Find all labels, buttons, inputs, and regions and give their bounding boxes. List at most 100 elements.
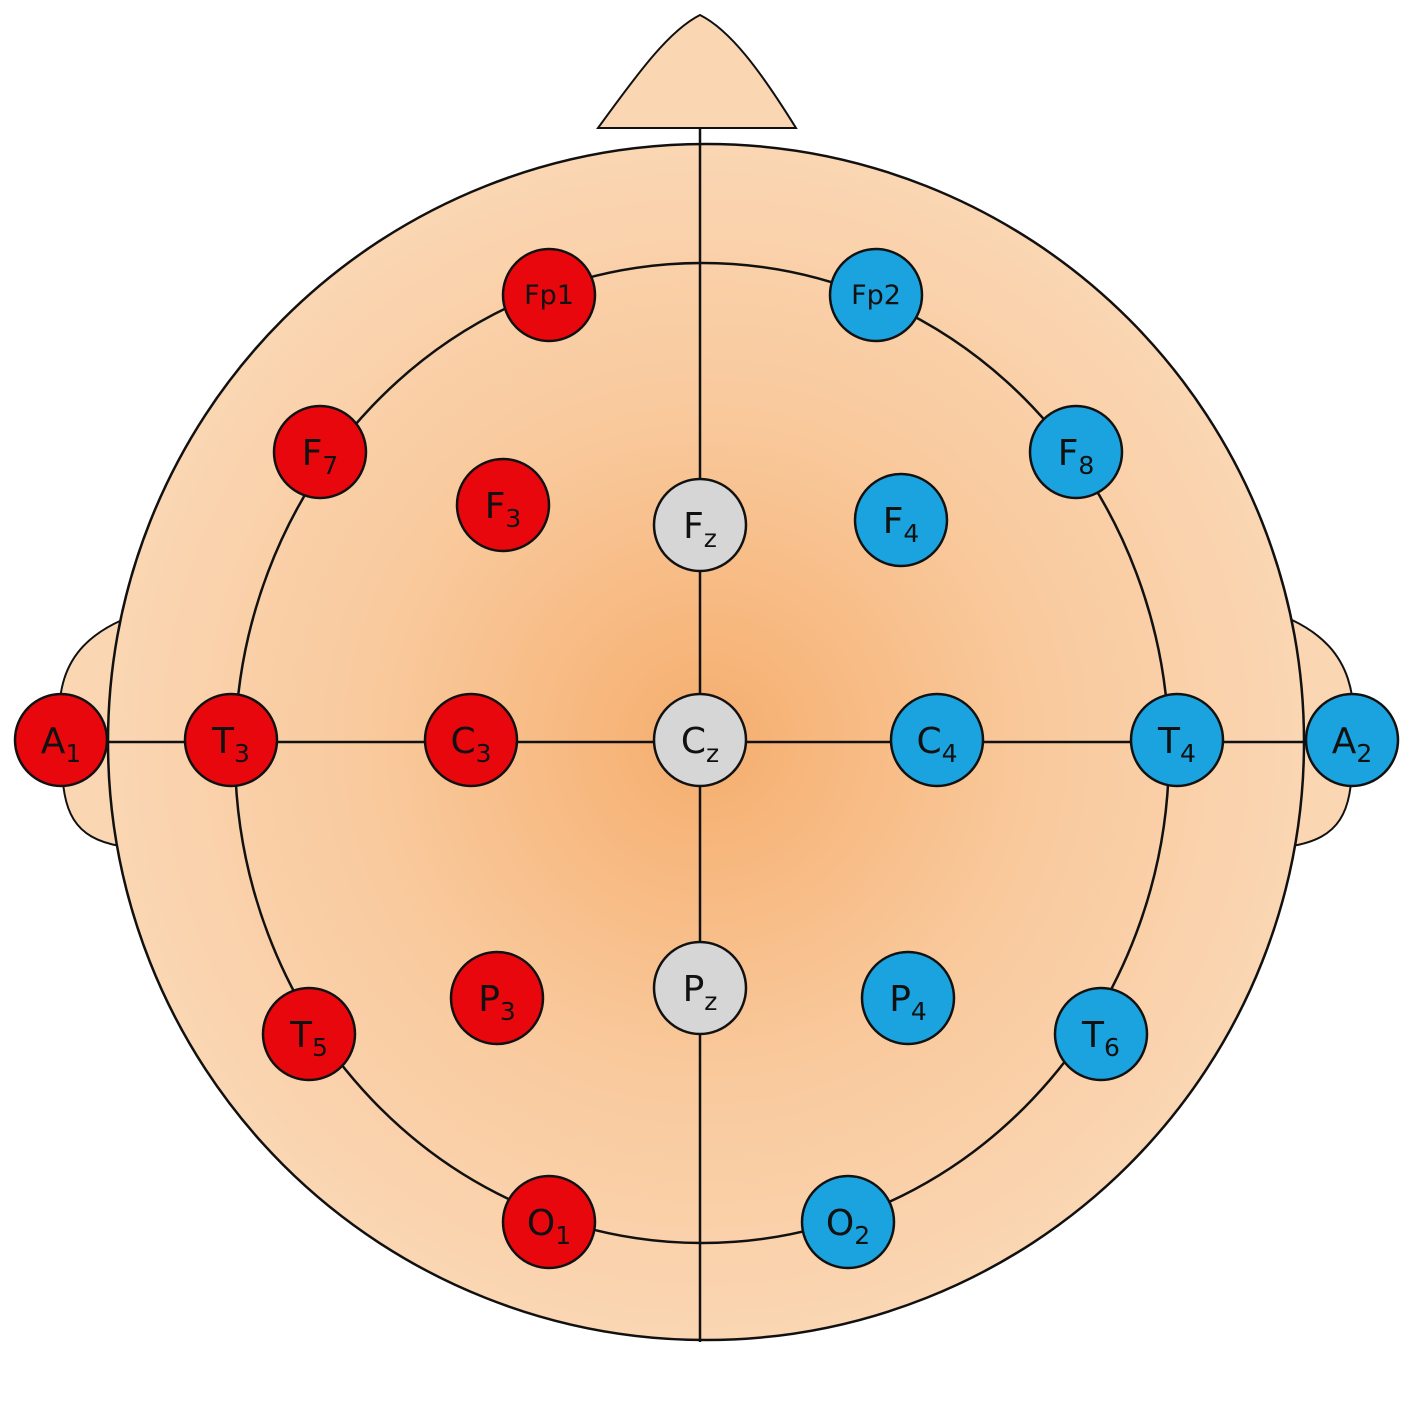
electrode-label: O1 bbox=[527, 1203, 571, 1250]
electrode-label: Pz bbox=[683, 969, 718, 1016]
electrode-label-base: T bbox=[1081, 1015, 1105, 1056]
electrode-label-sub: 3 bbox=[476, 739, 492, 768]
electrode-o2: O2 bbox=[800, 1174, 896, 1270]
electrode-marker bbox=[501, 1174, 597, 1270]
electrode-label-base: C bbox=[450, 721, 475, 762]
electrode-marker bbox=[889, 692, 985, 788]
electrode-label-base: P bbox=[478, 979, 500, 1020]
electrode-label-sub: 4 bbox=[942, 739, 958, 768]
electrode-label-base: O bbox=[826, 1203, 854, 1244]
electrode-label-base: F bbox=[683, 506, 704, 547]
electrode-label-sub: 2 bbox=[854, 1221, 870, 1250]
electrode-label: Fz bbox=[683, 506, 717, 553]
electrode-label-base: F bbox=[302, 433, 323, 474]
electrode-t5: T5 bbox=[261, 986, 357, 1082]
electrode-label-base: P bbox=[889, 979, 911, 1020]
electrode-marker bbox=[272, 404, 368, 500]
electrode-f4: F4 bbox=[853, 472, 949, 568]
electrode-label-sub: z bbox=[706, 739, 719, 768]
electrode-label-base: F bbox=[1058, 433, 1079, 474]
nose bbox=[596, 13, 798, 129]
electrode-label-sub: 8 bbox=[1078, 451, 1094, 480]
electrode-label: T3 bbox=[211, 721, 250, 768]
electrode-marker bbox=[1129, 692, 1225, 788]
electrode-f8: F8 bbox=[1028, 404, 1124, 500]
electrode-label-base: F bbox=[883, 501, 904, 542]
electrode-label: A1 bbox=[41, 721, 82, 768]
electrode-marker bbox=[860, 950, 956, 1046]
electrode-label-base: Fp bbox=[851, 280, 884, 311]
electrode-label-sub: 2 bbox=[1356, 739, 1372, 768]
electrode-label-base: A bbox=[1332, 721, 1357, 762]
electrode-p3: P3 bbox=[449, 950, 545, 1046]
electrode-label-sub: 3 bbox=[500, 997, 516, 1026]
electrode-fz: Fz bbox=[652, 477, 748, 573]
electrode-marker bbox=[13, 692, 109, 788]
electrode-t3: T3 bbox=[183, 692, 279, 788]
electrode-label-base: F bbox=[485, 486, 506, 527]
electrode-label: Fp2 bbox=[851, 280, 901, 311]
electrode-label: F4 bbox=[883, 501, 920, 548]
electrode-marker bbox=[183, 692, 279, 788]
electrode-marker bbox=[652, 940, 748, 1036]
electrode-label-sub: 4 bbox=[903, 519, 919, 548]
electrode-label: Cz bbox=[681, 721, 719, 768]
electrode-label: F7 bbox=[302, 433, 339, 480]
electrode-marker bbox=[853, 472, 949, 568]
electrode-a1: A1 bbox=[13, 692, 109, 788]
electrode-f3: F3 bbox=[455, 457, 551, 553]
electrode-label-sub: 7 bbox=[322, 451, 338, 480]
electrode-label: F8 bbox=[1058, 433, 1095, 480]
electrode-label: C3 bbox=[450, 721, 491, 768]
electrode-label: T5 bbox=[289, 1015, 328, 1062]
electrode-label-sub: 4 bbox=[911, 997, 927, 1026]
electrode-marker bbox=[449, 950, 545, 1046]
electrode-marker bbox=[455, 457, 551, 553]
electrode-label-base: T bbox=[1157, 721, 1181, 762]
electrode-label: O2 bbox=[826, 1203, 870, 1250]
electrode-marker bbox=[652, 692, 748, 788]
electrode-label-sub: 1 bbox=[65, 739, 81, 768]
electrode-label: Fp1 bbox=[524, 280, 574, 311]
electrode-marker bbox=[1028, 404, 1124, 500]
electrode-label: P3 bbox=[478, 979, 516, 1026]
electrode-label-sub: 4 bbox=[1180, 739, 1196, 768]
electrode-marker bbox=[1053, 986, 1149, 1082]
electrode-label: A2 bbox=[1332, 721, 1373, 768]
electrode-label-base: C bbox=[916, 721, 941, 762]
electrode-marker bbox=[1304, 692, 1400, 788]
electrode-marker bbox=[800, 1174, 896, 1270]
electrode-fp1: Fp1 bbox=[501, 247, 597, 343]
electrode-label-base: O bbox=[527, 1203, 555, 1244]
electrode-o1: O1 bbox=[501, 1174, 597, 1270]
electrode-a2: A2 bbox=[1304, 692, 1400, 788]
electrode-f7: F7 bbox=[272, 404, 368, 500]
electrode-label: T6 bbox=[1081, 1015, 1120, 1062]
electrode-label-base: T bbox=[289, 1015, 313, 1056]
electrode-label-sub: z bbox=[704, 524, 717, 553]
electrode-label-base: T bbox=[211, 721, 235, 762]
electrode-label-base: Fp bbox=[524, 280, 557, 311]
electrode-label-sub: 6 bbox=[1104, 1033, 1120, 1062]
electrode-label-sub: 1 bbox=[555, 1221, 571, 1250]
electrode-fp2: Fp2 bbox=[828, 247, 924, 343]
electrode-label: T4 bbox=[1157, 721, 1196, 768]
electrode-c3: C3 bbox=[423, 692, 519, 788]
electrode-cz: Cz bbox=[652, 692, 748, 788]
electrode-t6: T6 bbox=[1053, 986, 1149, 1082]
electrode-pz: Pz bbox=[652, 940, 748, 1036]
electrode-marker bbox=[501, 247, 597, 343]
electrode-label-sub: 2 bbox=[884, 280, 901, 311]
electrode-label-base: P bbox=[683, 969, 705, 1010]
electrode-label-sub: 1 bbox=[557, 280, 574, 311]
electrode-label: F3 bbox=[485, 486, 522, 533]
electrode-label-sub: z bbox=[704, 987, 717, 1016]
electrode-label-sub: 3 bbox=[505, 504, 521, 533]
electrode-p4: P4 bbox=[860, 950, 956, 1046]
electrode-label: C4 bbox=[916, 721, 957, 768]
electrode-label: P4 bbox=[889, 979, 927, 1026]
electrode-label-sub: 5 bbox=[312, 1033, 328, 1062]
electrode-marker bbox=[828, 247, 924, 343]
electrode-t4: T4 bbox=[1129, 692, 1225, 788]
